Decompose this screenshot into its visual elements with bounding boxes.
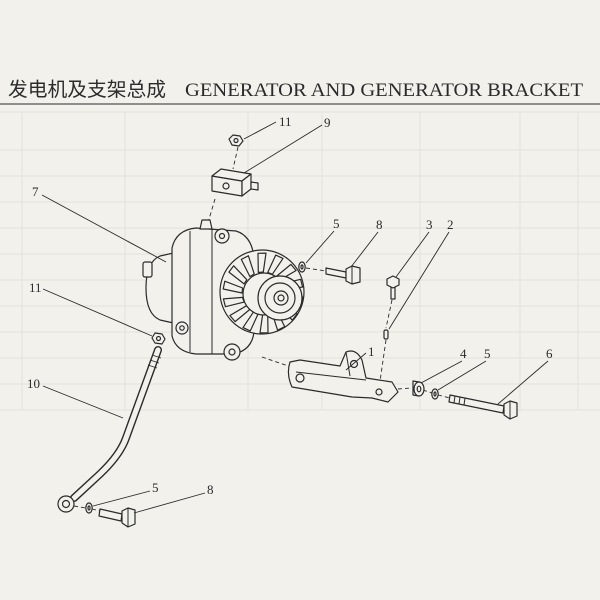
- callout-label: 3: [426, 217, 433, 232]
- callout-label: 1: [368, 344, 375, 359]
- assembly-line: [305, 267, 327, 272]
- title-english: GENERATOR AND GENERATOR BRACKET: [185, 80, 583, 101]
- fan-blade: [240, 255, 255, 278]
- callout-labels: 11 9 7 5 8 3 2 11 10 1 4 5 6 5 8: [27, 114, 553, 497]
- title-chinese: 发电机及支架总成: [8, 79, 166, 101]
- callout-label: 5: [333, 216, 340, 231]
- fan-blade: [257, 252, 267, 274]
- leader-line: [133, 492, 206, 514]
- pin-body: [383, 329, 389, 340]
- assembly-line: [91, 508, 101, 512]
- leader-line: [420, 360, 463, 384]
- assembly-line: [385, 299, 393, 329]
- adjusting-rod: [57, 346, 162, 513]
- callout-label: 8: [207, 482, 214, 497]
- long-bolt-thread: [463, 397, 466, 406]
- leader-line: [497, 360, 549, 405]
- generator-rear-cap: [145, 251, 179, 325]
- washer-bottom-hole: [87, 505, 91, 511]
- bracket-block: [211, 168, 259, 197]
- callout-label: 11: [279, 114, 292, 129]
- generator-bracket-plate: [287, 350, 399, 403]
- generator-top-ear-hole: [218, 232, 226, 240]
- generator-bracket: [287, 350, 399, 403]
- washer-upper: [298, 261, 306, 273]
- washer-right-hole: [433, 391, 437, 397]
- leader-line: [41, 194, 167, 263]
- assembly-line: [232, 146, 239, 170]
- callout-label: 10: [27, 376, 40, 391]
- adjusting-rod-eye: [57, 495, 75, 513]
- generator-bracket-hole: [295, 373, 305, 383]
- callout-label: 5: [484, 346, 491, 361]
- washer-right: [431, 388, 439, 400]
- assembly-line: [437, 394, 451, 399]
- adjusting-rod-thread: [147, 364, 158, 369]
- pulley-nut: [277, 294, 285, 302]
- adjusting-rod-fill: [71, 347, 161, 501]
- fan-blade: [222, 280, 244, 294]
- leader-line: [305, 230, 335, 264]
- callout-label: 11: [29, 280, 42, 295]
- bolt-bottom: [98, 507, 136, 528]
- pin: [383, 329, 389, 340]
- callout-label: 8: [376, 217, 383, 232]
- leader-line: [42, 385, 124, 419]
- assembly-line: [73, 505, 87, 509]
- callout-label: 2: [447, 217, 454, 232]
- leader-line: [388, 231, 450, 330]
- callout-label: 6: [546, 346, 553, 361]
- bracket-block-tab: [250, 181, 259, 191]
- adjusting-rod-eye-hole: [61, 499, 71, 509]
- assembly-lines: [73, 146, 451, 512]
- callout-label: 9: [324, 115, 331, 130]
- leader-line: [42, 288, 153, 337]
- generator-bracket-hole: [375, 388, 383, 396]
- callout-label: 5: [152, 480, 159, 495]
- washer-bottom: [85, 502, 93, 514]
- generator-terminal: [199, 219, 213, 230]
- generator: [142, 219, 305, 361]
- bolt-upper: [325, 265, 361, 285]
- generator-lower-ear-hole: [179, 325, 185, 331]
- leader-line: [350, 231, 379, 268]
- adjusting-rod-thread: [151, 354, 162, 359]
- leader-line: [345, 352, 367, 371]
- spacer-hole: [416, 385, 422, 393]
- nut-left: [151, 332, 166, 345]
- bolt-short-head: [386, 275, 400, 289]
- leader-line: [243, 124, 323, 174]
- nut-top-hole: [233, 137, 239, 144]
- long-bolt-shank: [448, 394, 505, 414]
- header: 发电机及支架总成 GENERATOR AND GENERATOR BRACKET: [0, 79, 600, 105]
- assembly-line: [378, 339, 387, 389]
- callout-label: 7: [32, 184, 39, 199]
- bolt-bottom-shank: [98, 508, 123, 522]
- bracket-block-hole: [222, 182, 230, 190]
- long-bolt: [448, 394, 518, 420]
- assembly-line: [397, 387, 412, 390]
- leader-line: [437, 360, 487, 391]
- adjusting-rod-thread: [149, 359, 160, 364]
- fan-blade: [228, 265, 248, 285]
- spacer: [412, 380, 425, 397]
- nut-top: [228, 134, 244, 147]
- callout-label: 4: [460, 346, 467, 361]
- leader-lines: [41, 121, 549, 514]
- generator-bracket-edge: [295, 371, 367, 381]
- bolt-short: [386, 275, 400, 300]
- washer-upper-hole: [300, 264, 304, 270]
- long-bolt-thread: [458, 396, 461, 405]
- leader-line: [243, 121, 277, 140]
- leader-line: [92, 490, 151, 507]
- leader-line: [395, 231, 430, 278]
- generator-bracket-edge: [345, 351, 351, 377]
- nut-left-hole: [155, 335, 162, 342]
- bolt-upper-head: [345, 265, 361, 285]
- generator-bottom-ear-hole: [228, 348, 236, 356]
- generator-rear-boss: [142, 261, 153, 278]
- long-bolt-thread: [453, 395, 456, 404]
